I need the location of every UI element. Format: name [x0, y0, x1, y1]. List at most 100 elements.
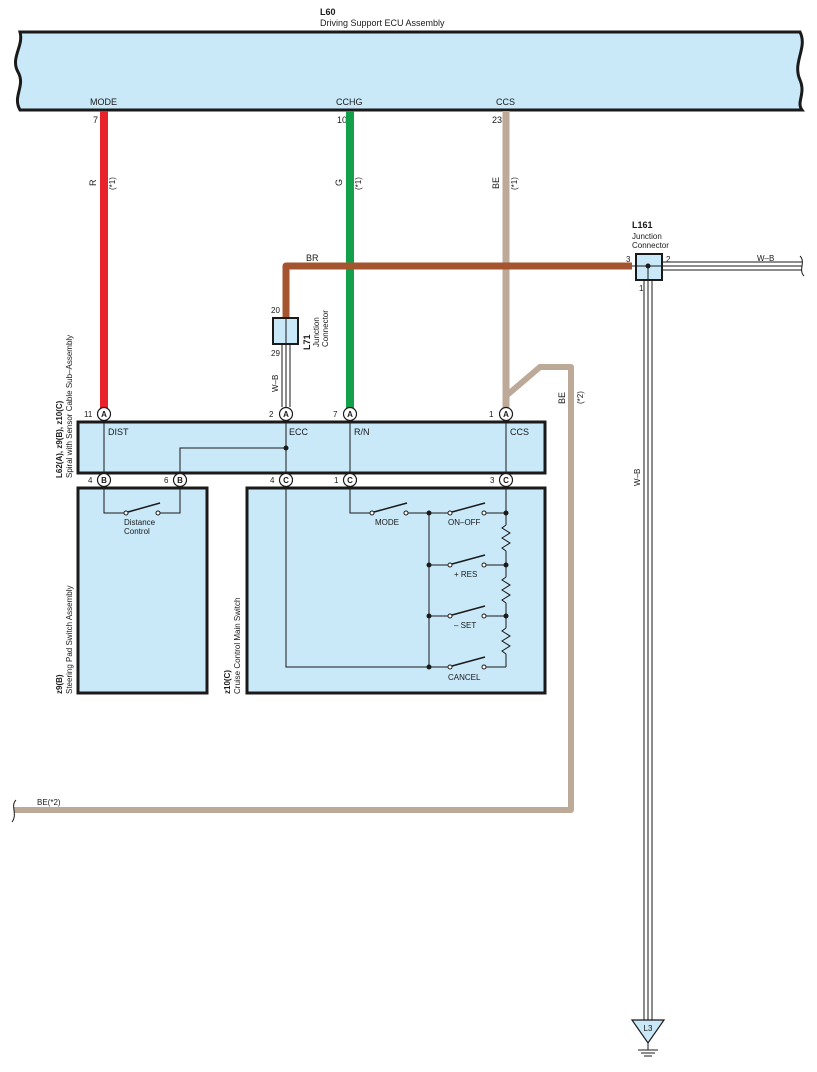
connector-letter: A — [283, 410, 289, 419]
connector-letter: C — [503, 476, 509, 485]
l71-id: L71 — [302, 334, 312, 350]
ground-label: L3 — [644, 1024, 653, 1033]
wire-beige-be2 — [14, 364, 574, 813]
pin-number: 4 — [88, 476, 93, 485]
l161-id: L161 — [632, 220, 653, 230]
pin-number: 1 — [489, 410, 494, 419]
distance-control-switch: Distance Control — [103, 487, 181, 536]
wire-wb-l71-color: W–B — [271, 375, 280, 392]
spiral-pin-name-dist: DIST — [108, 427, 129, 437]
wire-green-note: (*1) — [354, 177, 363, 190]
distance-control-label-2: Control — [124, 527, 150, 536]
pin-number: 1 — [334, 476, 339, 485]
wire-red-note: (*1) — [108, 177, 117, 190]
cancel-switch-label: CANCEL — [448, 673, 481, 682]
l161-pin-bottom: 1 — [639, 284, 644, 293]
res-switch-label: + RES — [454, 570, 477, 579]
junction-connector-l71: 20 29 L71 Junction Connector — [271, 306, 330, 358]
l71-pin-top: 20 — [271, 306, 280, 315]
l161-pin-right: 2 — [666, 255, 671, 264]
wire-wb-l71 — [281, 344, 291, 407]
l161-pin-left: 3 — [626, 255, 631, 264]
ecu-pin-name-ccs: CCS — [496, 97, 515, 107]
wire-be2-color: BE — [557, 392, 567, 404]
connector-letter: B — [177, 476, 183, 485]
on-off-switch-label: ON–OFF — [448, 518, 481, 527]
ground-icon — [638, 1049, 658, 1057]
spiral-top-pin-1: 1 A — [489, 406, 514, 422]
wire-brown-color: BR — [306, 253, 319, 263]
spiral-box — [76, 420, 547, 475]
spiral-bottom-pin-4c: 4 C — [270, 472, 294, 488]
spiral-pin-name-ecc: ECC — [289, 427, 309, 437]
set-switch-label: – SET — [454, 621, 476, 630]
connector-letter: C — [283, 476, 289, 485]
ecu-name: Driving Support ECU Assembly — [320, 18, 445, 28]
ecu-pin-name-mode: MODE — [90, 97, 117, 107]
cancel-switch: CANCEL — [447, 656, 487, 682]
pin-number: 6 — [164, 476, 169, 485]
steering-pad-id: z9(B) — [55, 674, 64, 694]
ecu-pin-num-cchg: 10 — [337, 115, 347, 125]
mode-switch-label: MODE — [375, 518, 399, 527]
spiral-pin-name-ccs: CCS — [510, 427, 529, 437]
wire-green-color: G — [334, 179, 344, 186]
wire-beige-note: (*1) — [510, 177, 519, 190]
spiral-bottom-pin-4b: 4 B — [88, 472, 112, 488]
wire-be2-bottom-label: BE(*2) — [37, 798, 61, 807]
pin-number: 3 — [490, 476, 495, 485]
ground-triangle — [630, 1019, 666, 1045]
steering-pad-name: Steering Pad Switch Assembly — [65, 586, 74, 695]
ecu-l60: L60 Driving Support ECU Assembly MODE CC… — [14, 7, 805, 125]
ecu-pin-num-mode: 7 — [93, 115, 98, 125]
steering-pad-box — [76, 486, 209, 695]
spiral-top-pin-2: 2 A — [269, 406, 294, 422]
wire-beige-color: BE — [491, 177, 501, 189]
spiral-cable-assembly: L62(A), z9(B), z10(C) Spiral with Sensor… — [55, 335, 547, 488]
cruise-main-box — [245, 486, 547, 695]
mode-switch: MODE — [369, 502, 409, 527]
pin-number: 2 — [269, 410, 274, 419]
junction-connector-l161: L161 Junction Connector 3 2 1 — [626, 220, 671, 293]
l71-line1: Junction — [312, 317, 321, 347]
spiral-bottom-pin-3c: 3 C — [490, 472, 514, 488]
pin-number: 4 — [270, 476, 275, 485]
connector-letter: C — [347, 476, 353, 485]
connector-letter: A — [347, 410, 353, 419]
ecu-box — [14, 30, 805, 112]
wire-brown-br — [282, 262, 632, 318]
spiral-name: Spiral with Sensor Cable Sub–Assembly — [65, 335, 74, 478]
connector-letter: A — [101, 410, 107, 419]
spiral-pin-name-rn: R/N — [354, 427, 370, 437]
wire-wb-down-color: W–B — [633, 469, 642, 486]
ecu-pin-name-cchg: CCHG — [336, 97, 363, 107]
steering-pad-switch-assembly: z9(B) Steering Pad Switch Assembly Dista… — [55, 486, 209, 695]
wire-be2-break-mark — [11, 799, 17, 823]
set-switch: – SET — [447, 605, 487, 630]
spiral-bottom-pin-6b: 6 B — [164, 472, 188, 488]
res-switch: + RES — [447, 554, 487, 579]
wire-wb-down — [643, 280, 653, 1022]
wires: R (*1) G (*1) BE (*1) BR W–B W–B W–B BE … — [11, 111, 805, 1022]
wire-red-color: R — [88, 179, 98, 186]
l161-line2: Connector — [632, 241, 669, 250]
cruise-main-name: Cruise Control Main Switch — [233, 598, 242, 694]
spiral-top-pin-7: 7 A — [333, 406, 358, 422]
ecu-pin-num-ccs: 23 — [492, 115, 502, 125]
wire-wb-right — [662, 255, 805, 277]
ground-l3: L3 — [630, 1019, 666, 1057]
l161-line1: Junction — [632, 232, 662, 241]
spiral-id-line: L62(A), z9(B), z10(C) — [55, 400, 64, 478]
ecu-id: L60 — [320, 7, 336, 17]
l71-pin-bottom: 29 — [271, 349, 280, 358]
spiral-bottom-pin-1c: 1 C — [334, 472, 358, 488]
l71-line2: Connector — [321, 310, 330, 347]
on-off-switch: ON–OFF — [447, 502, 487, 527]
pin-number: 11 — [84, 410, 93, 419]
distance-control-label-1: Distance — [124, 518, 156, 527]
spiral-top-pin-11: 11 A — [84, 406, 112, 422]
wire-be2-note: (*2) — [576, 391, 585, 404]
cruise-main-id: z10(C) — [223, 670, 232, 694]
wire-wb-right-color: W–B — [757, 254, 774, 263]
